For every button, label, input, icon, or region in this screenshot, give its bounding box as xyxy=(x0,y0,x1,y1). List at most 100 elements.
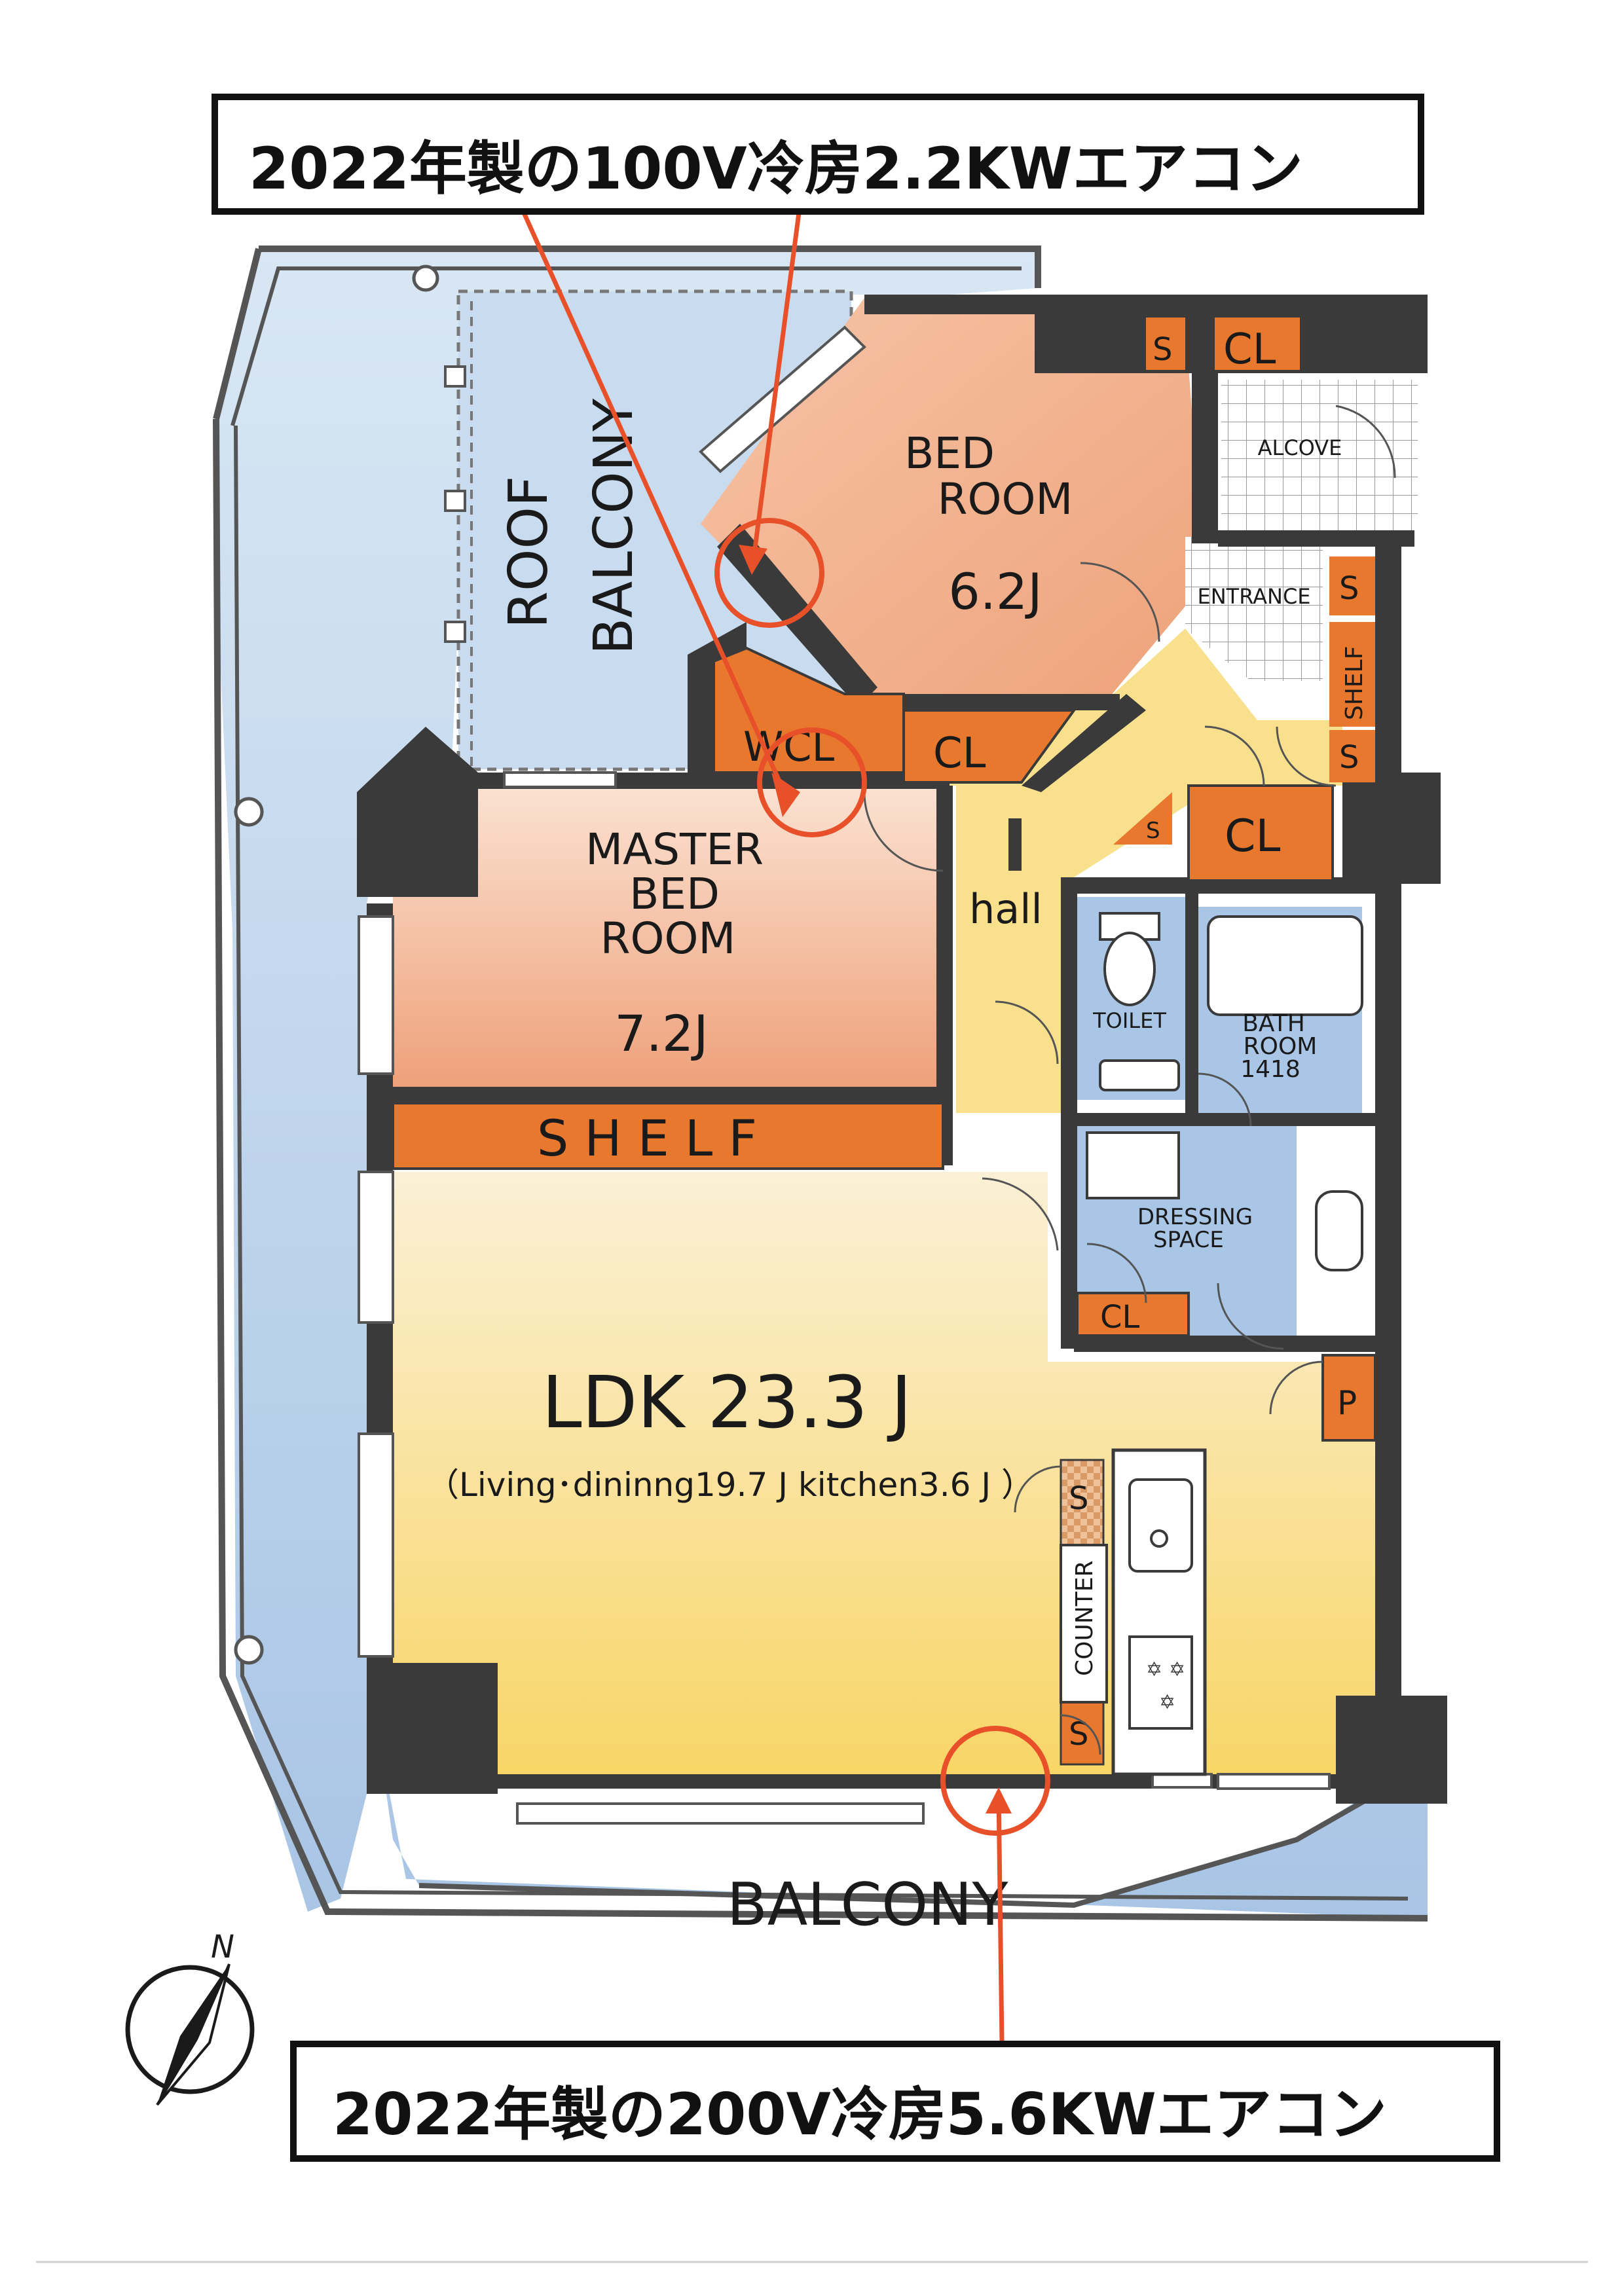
balcony-label-vertical: BALCONY xyxy=(583,398,645,655)
p-label: P xyxy=(1337,1384,1357,1422)
cl-block xyxy=(1187,784,1334,882)
cl-block xyxy=(902,709,1077,784)
wall xyxy=(1022,694,1146,792)
window xyxy=(1217,1773,1331,1790)
stove-icon xyxy=(1128,1635,1193,1730)
counter-label: COUNTER xyxy=(1071,1560,1098,1676)
windows xyxy=(358,325,1331,1825)
wall xyxy=(393,1087,950,1103)
wall xyxy=(1008,818,1022,871)
arrow-line xyxy=(521,211,788,797)
shelf-label: S H E L F xyxy=(537,1109,757,1167)
wall xyxy=(1342,773,1441,884)
pergola-post xyxy=(444,621,466,643)
door-swing xyxy=(1217,1283,1284,1350)
s-block xyxy=(1113,792,1172,845)
counter xyxy=(1060,1544,1108,1704)
cl-block xyxy=(1215,318,1300,370)
compass: N xyxy=(125,1929,255,2106)
door-swing xyxy=(995,1000,1059,1065)
balcony-fill xyxy=(216,249,1428,1918)
alcove-label: ALCOVE xyxy=(1258,435,1342,460)
balcony-rail-nw xyxy=(213,247,262,420)
alcove-fill xyxy=(1221,380,1418,530)
door-swing xyxy=(1086,1243,1147,1303)
cl-block xyxy=(1076,1292,1190,1337)
s-block xyxy=(1146,318,1185,370)
faucet-icon xyxy=(1150,1529,1168,1548)
s-block xyxy=(1060,1459,1105,1546)
master-bedroom-name: ROOM xyxy=(600,913,736,964)
callout-box xyxy=(290,2041,1500,2162)
window xyxy=(358,1432,394,1658)
bathroom-label: ROOM xyxy=(1244,1033,1318,1060)
callout-top: 2022年製の100V冷房2.2KWエアコン xyxy=(212,94,1424,215)
shelf-block xyxy=(392,1102,944,1170)
window xyxy=(516,1802,925,1825)
balcony-area xyxy=(213,246,1428,1922)
bedroom-name: BED xyxy=(904,428,995,479)
wall xyxy=(1218,530,1414,547)
toilet-sink-icon xyxy=(1099,1059,1180,1091)
ldk-title: LDK 23.3 J xyxy=(542,1360,912,1444)
compass-north-label: N xyxy=(211,1929,234,1965)
arrowhead-icon xyxy=(739,545,767,575)
wall xyxy=(1192,373,1218,543)
pergola-post xyxy=(444,365,466,388)
room-labels: BED ROOM 6.2J MASTER BED ROOM 7.2J hall … xyxy=(426,428,1342,1504)
master-bedroom-name: BED xyxy=(629,869,720,919)
door-swing xyxy=(1269,1360,1323,1415)
wall xyxy=(1395,295,1428,373)
arrowhead-icon xyxy=(986,1787,1012,1813)
balcony-rail-outer xyxy=(213,418,1428,1922)
ac-location-circle xyxy=(940,1726,1050,1836)
callout-arrows xyxy=(521,211,1050,2043)
wall xyxy=(367,1663,498,1794)
entrance-label: ENTRANCE xyxy=(1197,584,1310,609)
cl-label: CL xyxy=(1100,1299,1140,1336)
cl-label: CL xyxy=(933,729,986,778)
dressing-label: SPACE xyxy=(1153,1227,1224,1253)
s-block xyxy=(1329,730,1375,782)
window xyxy=(1151,1773,1213,1789)
s-block xyxy=(1329,556,1375,615)
door-swing xyxy=(1014,1465,1061,1513)
pergola-post xyxy=(444,490,466,512)
compass-needle-icon xyxy=(157,1964,229,2105)
cl-label: CL xyxy=(1225,811,1280,862)
drain-icon xyxy=(234,1635,264,1665)
s-label: S xyxy=(1069,1716,1088,1753)
wall xyxy=(688,655,714,779)
s-label: S xyxy=(1339,739,1359,776)
entrance-fill xyxy=(1185,537,1323,681)
door-swing xyxy=(1276,726,1337,787)
bathroom-label: BATH xyxy=(1242,1010,1305,1037)
s-label: S xyxy=(1153,331,1172,368)
window xyxy=(358,1171,394,1324)
bedroom-size: 6.2J xyxy=(948,562,1042,621)
washbasin-icon xyxy=(1315,1190,1363,1271)
washing-machine-icon xyxy=(1086,1131,1180,1199)
wall xyxy=(904,694,1120,710)
balcony-rail-inner xyxy=(234,425,1409,1901)
callout-top-text: 2022年製の100V冷房2.2KWエアコン xyxy=(249,135,1303,202)
shelf-small-label: SHELF xyxy=(1341,646,1368,720)
drain-icon xyxy=(234,797,264,827)
kitchen: COUNTER ✡ ✡ ✡ xyxy=(1060,1448,1207,1776)
s-label: S xyxy=(1146,818,1160,844)
door-swing xyxy=(863,792,944,872)
burner-icon: ✡ xyxy=(1159,1691,1175,1714)
arrow-line xyxy=(996,1793,1005,2043)
arrowhead-icon xyxy=(771,773,800,817)
master-bedroom-name: MASTER xyxy=(585,824,764,875)
compass-needle-icon xyxy=(156,1963,231,2106)
wall xyxy=(357,727,478,897)
door-swing xyxy=(1335,405,1396,479)
door-swing xyxy=(1060,1714,1101,1755)
ldk-detail: （Living･dininng19.7 J kitchen3.6 J ） xyxy=(426,1466,1034,1504)
ac-location-circle xyxy=(757,727,867,837)
callout-bottom-text: 2022年製の200V冷房5.6KWエアコン xyxy=(333,2081,1387,2148)
bathroom-code: 1418 xyxy=(1240,1056,1301,1083)
wall xyxy=(1185,890,1198,1126)
